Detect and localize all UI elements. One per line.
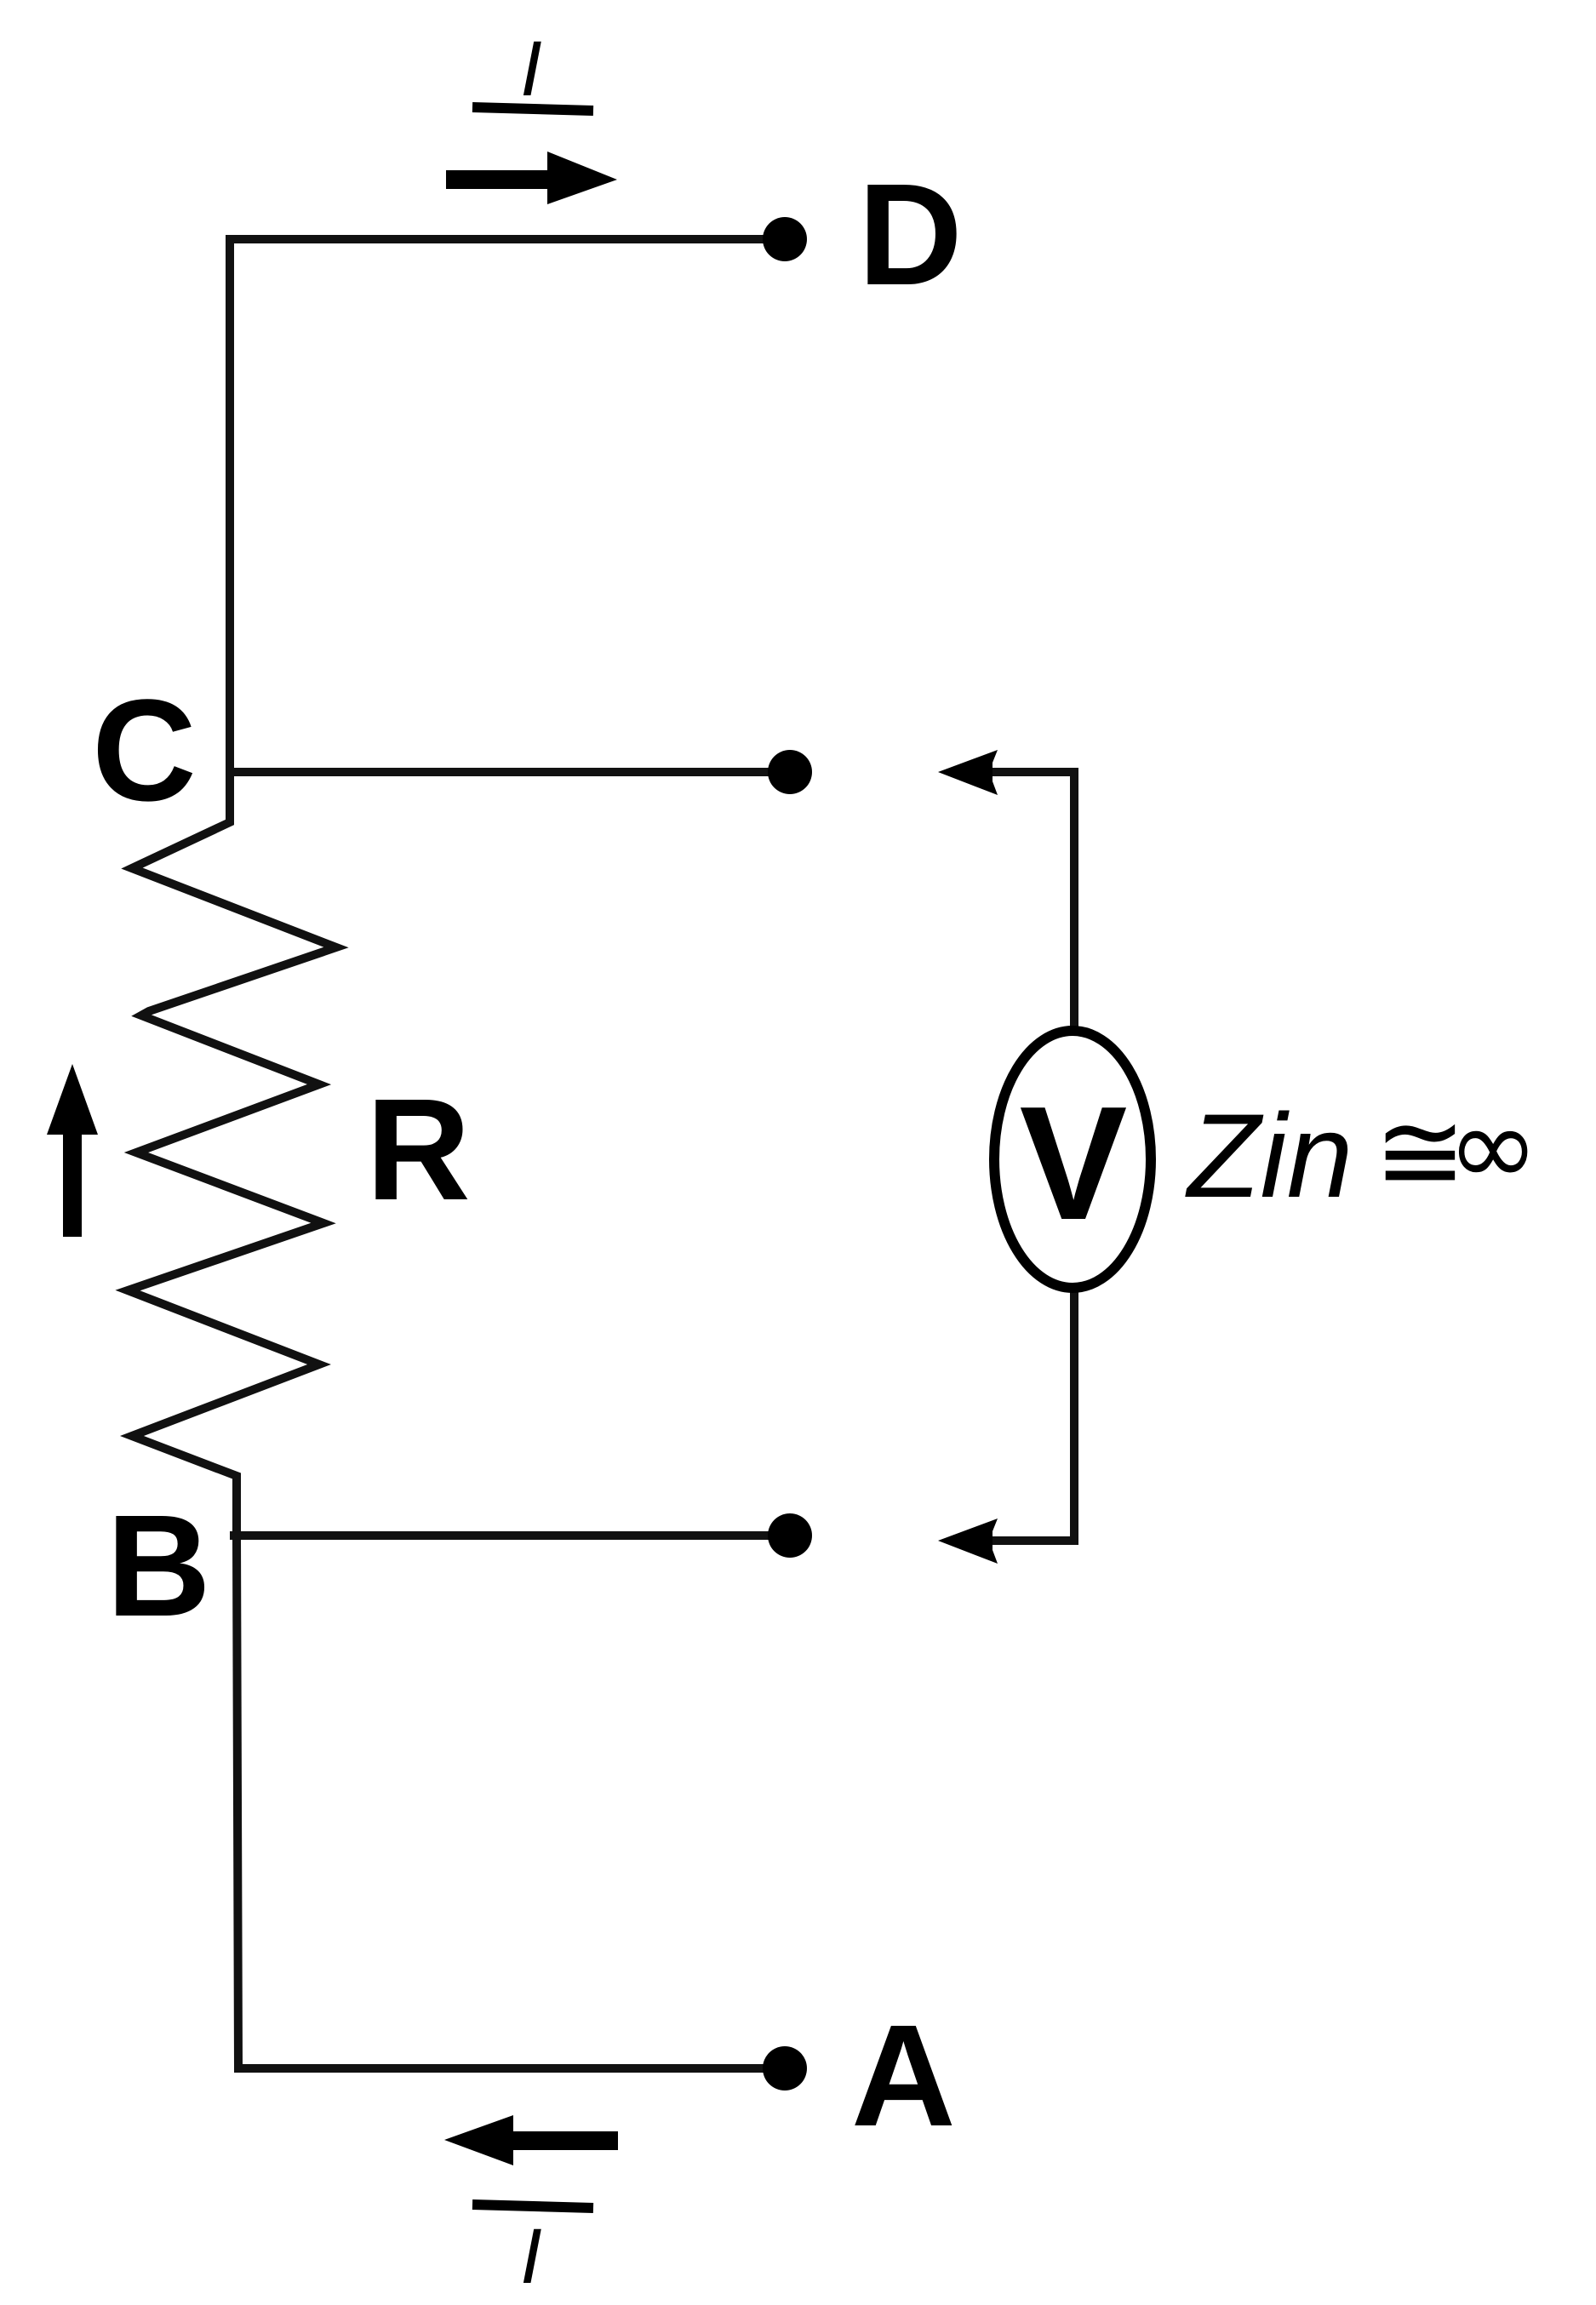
voltmeter[interactable]: V	[989, 1026, 1156, 1293]
terminal-b[interactable]	[768, 1513, 812, 1558]
impedance-label: Zin	[1185, 1089, 1353, 1222]
current-arrow-top: I	[446, 26, 617, 204]
current-overbar-top	[472, 102, 594, 116]
wire-d-to-c	[226, 235, 778, 772]
label-r: R	[366, 1069, 471, 1231]
probe-lead-upper	[953, 768, 1078, 1028]
terminal-a[interactable]	[763, 2046, 807, 2091]
label-a: A	[851, 1995, 956, 2157]
current-arrow-bottom: I	[444, 2115, 618, 2300]
arrow-head-right-icon	[547, 152, 617, 204]
voltmeter-probes	[938, 750, 1078, 1564]
current-arrow-up	[47, 1064, 98, 1237]
voltmeter-body	[989, 1026, 1156, 1293]
resistor-zigzag	[115, 772, 349, 1536]
impedance-annotation: Zin ≅ ∞	[1185, 1082, 1539, 1222]
arrow-head-left-icon	[444, 2115, 513, 2165]
voltmeter-label: V	[1020, 1073, 1128, 1254]
arrow-head-up-icon	[47, 1064, 98, 1135]
probe-lead-lower	[953, 1291, 1078, 1545]
approx-equal-symbol: ≅	[1374, 1087, 1467, 1216]
label-c: C	[92, 670, 197, 832]
arrow-shaft-bottom	[507, 2131, 618, 2150]
arrow-shaft-top	[446, 170, 552, 189]
arrow-shaft-up	[63, 1124, 82, 1237]
label-d: D	[858, 154, 963, 316]
current-label-bottom: I	[520, 2213, 542, 2300]
label-b: B	[106, 1485, 211, 1647]
probe-arrow-lower-icon	[938, 1519, 998, 1564]
wire-b-to-a	[232, 1535, 785, 2073]
probe-arrow-upper-icon	[938, 750, 998, 795]
terminal-c[interactable]	[768, 750, 812, 794]
infinity-symbol: ∞	[1447, 1082, 1539, 1211]
current-label-top: I	[520, 26, 542, 112]
terminal-d[interactable]	[763, 217, 807, 261]
current-overbar-bottom	[472, 2199, 594, 2213]
